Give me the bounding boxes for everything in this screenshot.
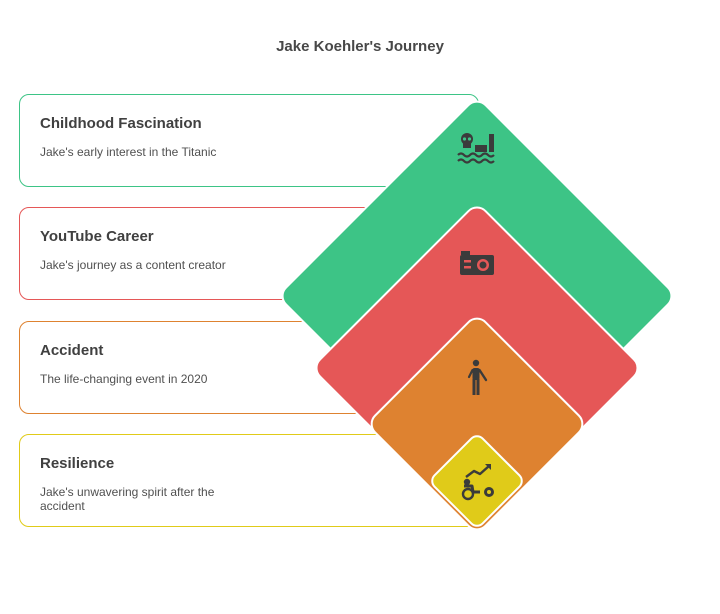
stage-title: Childhood Fascination	[40, 115, 202, 132]
titanic-ship-icon	[457, 133, 495, 164]
stage-description: The life-changing event in 2020	[40, 372, 208, 386]
camera-icon	[460, 251, 494, 275]
person-standing-icon	[467, 359, 488, 395]
stage-description: Jake's journey as a content creator	[40, 258, 226, 272]
stage-title: Accident	[40, 342, 104, 359]
diamond-resilience	[431, 435, 523, 527]
diamond-accident	[370, 317, 584, 531]
page-title: Jake Koehler's Journey	[276, 38, 444, 55]
stage-description: Jake's early interest in the Titanic	[40, 145, 217, 159]
stage-title: YouTube Career	[40, 228, 154, 245]
wheelchair-growth-icon	[461, 464, 494, 501]
stage-description: Jake's unwavering spirit after the accid…	[40, 485, 215, 513]
stage-title: Resilience	[40, 455, 115, 472]
